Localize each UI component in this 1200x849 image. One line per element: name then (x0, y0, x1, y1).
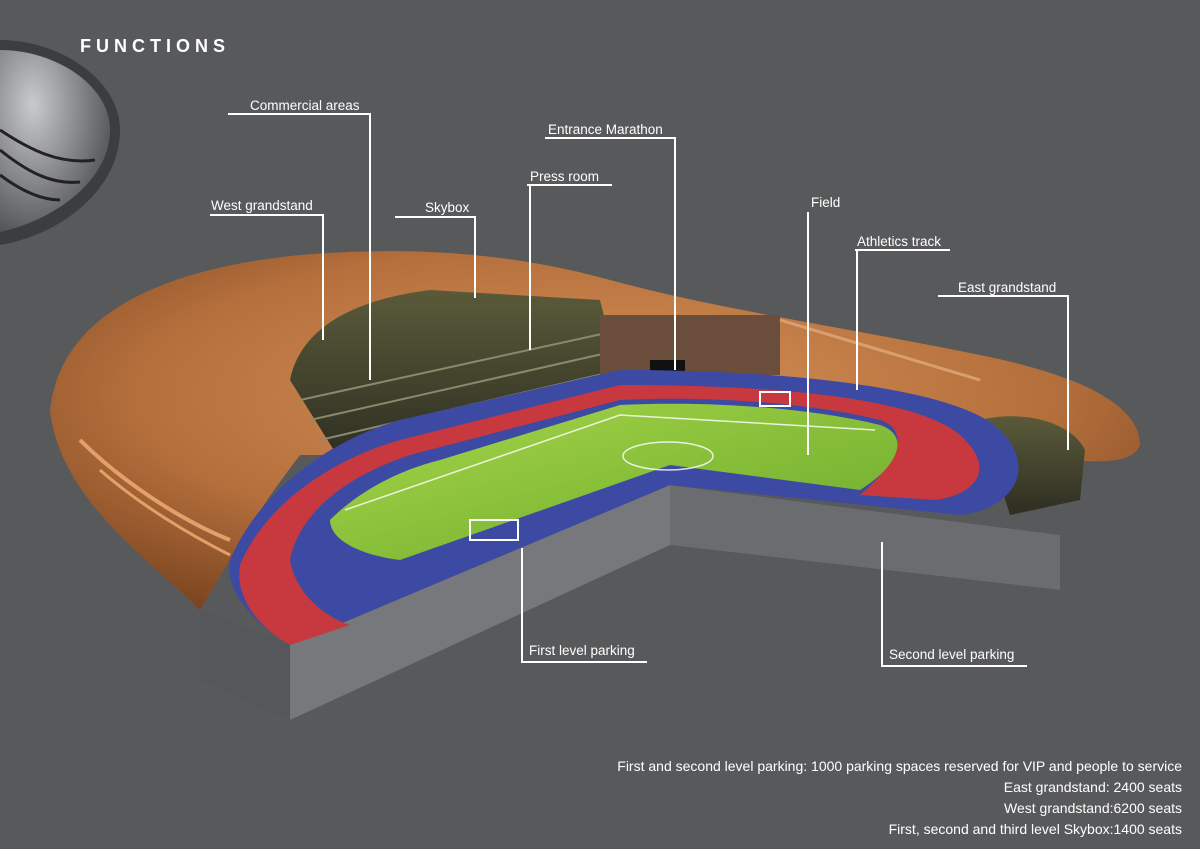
note-east-grandstand: East grandstand: 2400 seats (1003, 779, 1182, 795)
leader-lines (210, 113, 1069, 667)
label-field: Field (811, 195, 841, 210)
running-track (239, 385, 980, 645)
label-east-grandstand: East grandstand (958, 280, 1057, 295)
stadium-thumbnail (0, 40, 120, 245)
label-entrance-marathon: Entrance Marathon (548, 122, 663, 137)
note-west-grandstand: West grandstand:6200 seats (1004, 800, 1182, 816)
capacity-notes: First and second level parking: 1000 par… (617, 756, 1182, 840)
page-heading: FUNCTIONS (80, 36, 230, 56)
football-field (330, 391, 898, 560)
label-commercial-areas: Commercial areas (250, 98, 360, 113)
note-skybox: First, second and third level Skybox:140… (888, 821, 1182, 837)
label-press-room: Press room (530, 169, 600, 184)
label-west-grandstand: West grandstand (211, 198, 313, 213)
parking-base (200, 485, 1060, 720)
label-second-level-parking: Second level parking (889, 647, 1015, 662)
note-parking: First and second level parking: 1000 par… (617, 758, 1182, 774)
label-first-level-parking: First level parking (529, 643, 635, 658)
label-athletics-track: Athletics track (857, 234, 942, 249)
label-skybox: Skybox (425, 200, 470, 215)
